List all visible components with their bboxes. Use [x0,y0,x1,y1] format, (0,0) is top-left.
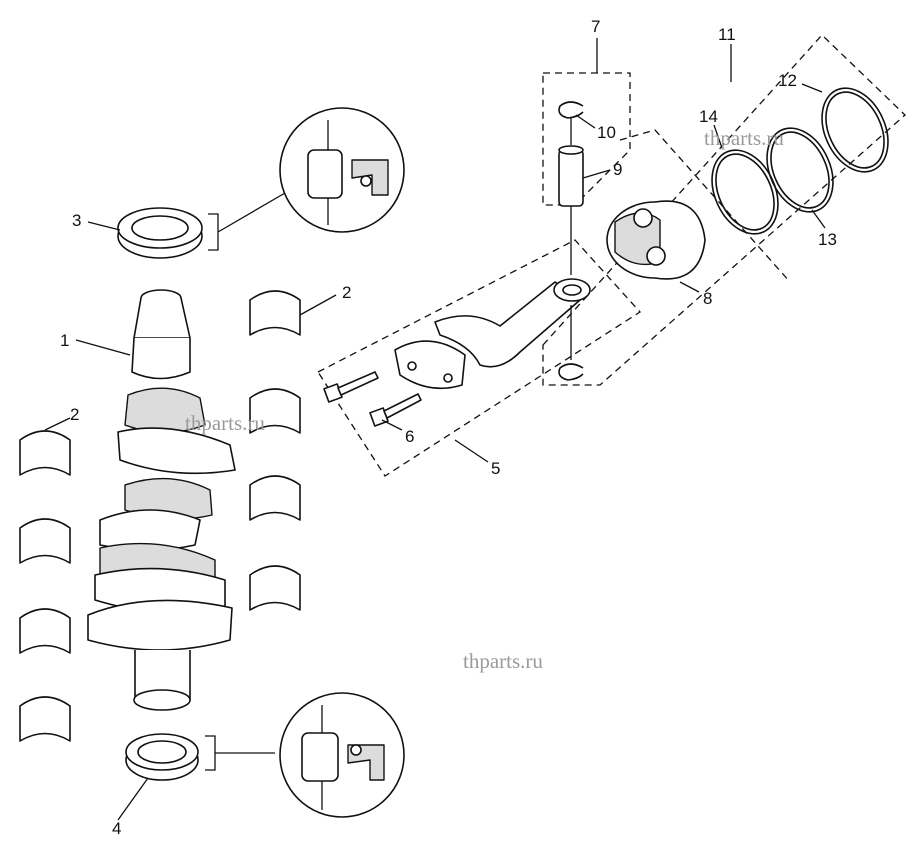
group-outline-11 [542,34,906,386]
oil-seal-upper [117,192,286,259]
pin-clip-upper [558,101,584,119]
callout-12: 12 [778,71,797,90]
callout-3: 3 [72,211,81,230]
piston [606,200,706,280]
callout-9: 9 [613,160,622,179]
leader-lines [44,38,826,821]
bearing-shells-right [249,290,301,611]
callout-7: 7 [591,17,600,36]
callout-2a: 2 [70,405,79,424]
watermark-top: thparts.ru [704,126,784,150]
callout-8: 8 [703,289,712,308]
pin-clip-lower [558,363,584,381]
oil-seal-lower [125,733,275,781]
seal-detail-lower [279,692,405,818]
watermark-bottom: thparts.ru [463,649,543,673]
crankshaft [87,289,236,711]
callout-6: 6 [405,427,414,446]
watermark-middle: thparts.ru [185,411,265,435]
callout-4: 4 [112,819,121,838]
seal-detail-upper [279,107,405,233]
piston-ring-12-inner [825,91,885,169]
piston-pin [558,145,584,275]
bearing-shells-left [19,430,71,742]
callout-2b: 2 [342,283,351,302]
piston-ring-12 [821,87,889,173]
rod-bolts [323,371,422,427]
callout-10: 10 [597,123,616,142]
piston-ring-14 [711,149,779,235]
callout-13: 13 [818,230,837,249]
callout-5: 5 [491,459,500,478]
callout-11: 11 [718,25,736,44]
connecting-rod [394,278,591,390]
callout-1: 1 [60,331,69,350]
callout-14: 14 [699,107,718,126]
group-outline-7 [542,72,631,206]
group-outline-5 [317,239,641,477]
piston-ring-14-inner [715,153,775,231]
piston-ring-13-inner [770,131,830,209]
